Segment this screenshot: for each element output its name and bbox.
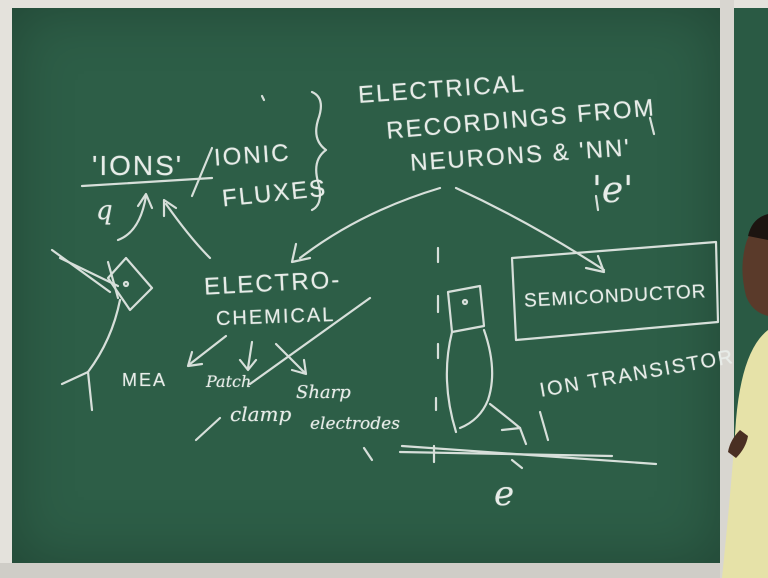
lecturer-arm xyxy=(728,430,748,458)
arrow-to-mea xyxy=(188,334,228,366)
arrow-to-semiconductor xyxy=(454,186,606,272)
arrow-q-to-ions xyxy=(116,194,148,242)
chalk-e-bottom: e xyxy=(494,474,515,514)
chalk-electrodes: electrodes xyxy=(310,414,400,434)
chalk-ledge xyxy=(0,563,730,578)
long-stroke xyxy=(248,296,372,386)
chalk-e-top: 'e' xyxy=(592,170,634,211)
chalk-ions: 'IONS' xyxy=(92,150,184,181)
ions-underline xyxy=(80,176,214,188)
lecturer-head xyxy=(742,220,768,316)
chalk-q: q xyxy=(96,196,113,226)
arrow-to-electrochemical xyxy=(298,186,442,260)
right-neuron xyxy=(446,284,486,334)
chalk-patch: Patch xyxy=(206,372,252,391)
arrow-electro-to-ions xyxy=(164,202,212,260)
chalk-clamp: clamp xyxy=(230,402,292,426)
chalk-mea: MEA xyxy=(122,370,168,390)
left-neuron xyxy=(106,256,154,312)
arrow-to-patch xyxy=(246,340,254,370)
lecturer-shirt xyxy=(722,330,768,578)
lecturer-hair xyxy=(748,214,768,240)
chalkboard xyxy=(12,8,720,563)
slash xyxy=(190,146,214,198)
chalk-sharp: Sharp xyxy=(296,382,351,403)
arrow-to-sharp xyxy=(274,342,306,374)
curly-brace xyxy=(310,90,328,212)
board-divider xyxy=(720,0,734,578)
semiconductor-box xyxy=(510,240,720,342)
